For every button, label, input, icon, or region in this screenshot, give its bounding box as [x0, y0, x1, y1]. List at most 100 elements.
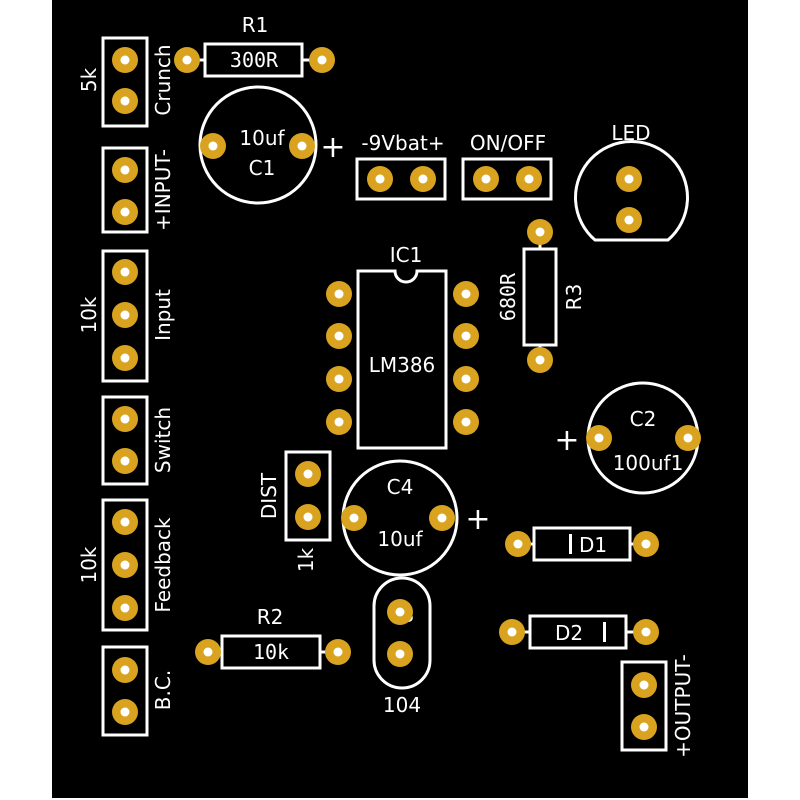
label-input-jack: +INPUT-: [151, 149, 175, 231]
pad-onoff-2[interactable]: [516, 166, 542, 192]
pad-ic1-pin5[interactable]: [453, 409, 479, 435]
pad-c1-2[interactable]: [289, 133, 315, 159]
dist-header-outline: [284, 450, 332, 542]
r1-body: [203, 42, 304, 78]
pad-r3-1[interactable]: [527, 219, 553, 245]
pad-input-pot-2[interactable]: [112, 302, 138, 328]
pad-r1-2[interactable]: [309, 47, 335, 73]
r1-ref: R1: [242, 13, 269, 37]
pad-5k-1[interactable]: [112, 47, 138, 73]
pad-d2-2[interactable]: [633, 619, 659, 645]
pad-output-1[interactable]: [631, 672, 657, 698]
pad-switch-1[interactable]: [112, 406, 138, 432]
output-label: +OUTPUT-: [671, 654, 695, 758]
r2-ref: R2: [257, 605, 284, 629]
c3-outline: [372, 576, 432, 690]
ic1-outline: [356, 269, 448, 450]
onoff-header-outline: [461, 157, 553, 201]
d2-body: [528, 614, 628, 650]
pad-battery-pos[interactable]: [410, 166, 436, 192]
pad-r3-2[interactable]: [527, 347, 553, 373]
pad-output-2[interactable]: [631, 714, 657, 740]
c1-value: 10uf: [239, 126, 285, 150]
battery-header-outline: [355, 157, 447, 201]
r2-value: 10k: [253, 640, 289, 664]
pad-input-pot-1[interactable]: [112, 259, 138, 285]
c2-value: 100uf1: [613, 451, 684, 475]
r3-ref: R3: [562, 284, 586, 311]
pad-ic1-pin8[interactable]: [453, 281, 479, 307]
pad-led-2[interactable]: [616, 207, 642, 233]
r3-value: 680R: [496, 272, 520, 321]
pad-c2-2[interactable]: [675, 425, 701, 451]
pad-5k-2[interactable]: [112, 88, 138, 114]
pad-input-jack-1[interactable]: [112, 157, 138, 183]
pad-d1-2[interactable]: [633, 531, 659, 557]
d1-ref: D1: [579, 533, 607, 557]
d2-cathode-band: [603, 622, 606, 642]
c4-value: 10uf: [377, 527, 423, 551]
pad-input-pot-3[interactable]: [112, 345, 138, 371]
pad-r2-2[interactable]: [325, 639, 351, 665]
header-5k-outline: [101, 36, 149, 128]
r2-body: [220, 634, 322, 670]
pad-r1-1[interactable]: [174, 47, 200, 73]
pad-c3-1[interactable]: [387, 599, 413, 625]
header-bc-outline: [101, 645, 149, 737]
pad-onoff-1[interactable]: [473, 166, 499, 192]
label-10k-feedback: 10k: [77, 546, 101, 583]
pad-ic1-pin2[interactable]: [326, 323, 352, 349]
dist-label: DIST: [257, 472, 281, 519]
pad-c4-2[interactable]: [429, 505, 455, 531]
ic1-ref: IC1: [390, 243, 423, 267]
pad-feedback-pot-3[interactable]: [112, 595, 138, 621]
pad-feedback-pot-2[interactable]: [112, 552, 138, 578]
pad-input-jack-2[interactable]: [112, 199, 138, 225]
pad-ic1-pin6[interactable]: [453, 366, 479, 392]
pad-c1-1[interactable]: [200, 133, 226, 159]
label-feedback: Feedback: [151, 517, 175, 613]
pad-dist-2[interactable]: [295, 504, 321, 530]
label-crunch: Crunch: [151, 44, 175, 115]
pad-switch-2[interactable]: [112, 448, 138, 474]
label-switch: Switch: [151, 407, 175, 473]
c4-plus: +: [465, 502, 490, 537]
pad-d1-1[interactable]: [505, 531, 531, 557]
header-feedback-pot-outline: [101, 498, 149, 632]
c1-plus: +: [320, 130, 345, 165]
r1-value: 300R: [230, 48, 279, 72]
pad-bc-1[interactable]: [112, 657, 138, 683]
c1-outline: [198, 85, 318, 205]
ic1-value: LM386: [369, 353, 436, 377]
c4-ref: C4: [387, 475, 414, 499]
header-switch-outline: [101, 395, 149, 486]
c2-plus: +: [554, 423, 579, 458]
pad-ic1-pin3[interactable]: [326, 366, 352, 392]
pad-ic1-pin4[interactable]: [326, 409, 352, 435]
pad-bc-2[interactable]: [112, 699, 138, 725]
pad-battery-neg[interactable]: [367, 166, 393, 192]
d2-ref: D2: [555, 621, 583, 645]
label-input: Input: [151, 289, 175, 341]
d1-cathode-band: [569, 534, 572, 554]
c3-value: 104: [383, 693, 421, 717]
label-bc: B.C.: [151, 670, 175, 710]
pad-c2-1[interactable]: [586, 425, 612, 451]
label-on-off: ON/OFF: [470, 131, 546, 155]
pad-c3-2[interactable]: [387, 641, 413, 667]
header-input-pot-outline: [101, 249, 149, 383]
c1-ref: C1: [249, 156, 276, 180]
pad-feedback-pot-1[interactable]: [112, 509, 138, 535]
r3-body: [522, 247, 558, 347]
d1-body: [532, 526, 632, 562]
pad-d2-1[interactable]: [499, 619, 525, 645]
pad-r2-1[interactable]: [195, 639, 221, 665]
pad-ic1-pin1[interactable]: [326, 281, 352, 307]
pad-dist-1[interactable]: [295, 461, 321, 487]
pad-led-1[interactable]: [616, 166, 642, 192]
pad-ic1-pin7[interactable]: [453, 323, 479, 349]
pad-c4-1[interactable]: [341, 505, 367, 531]
header-input-jack-outline: [101, 146, 149, 234]
label-battery: -9Vbat+: [361, 131, 444, 155]
